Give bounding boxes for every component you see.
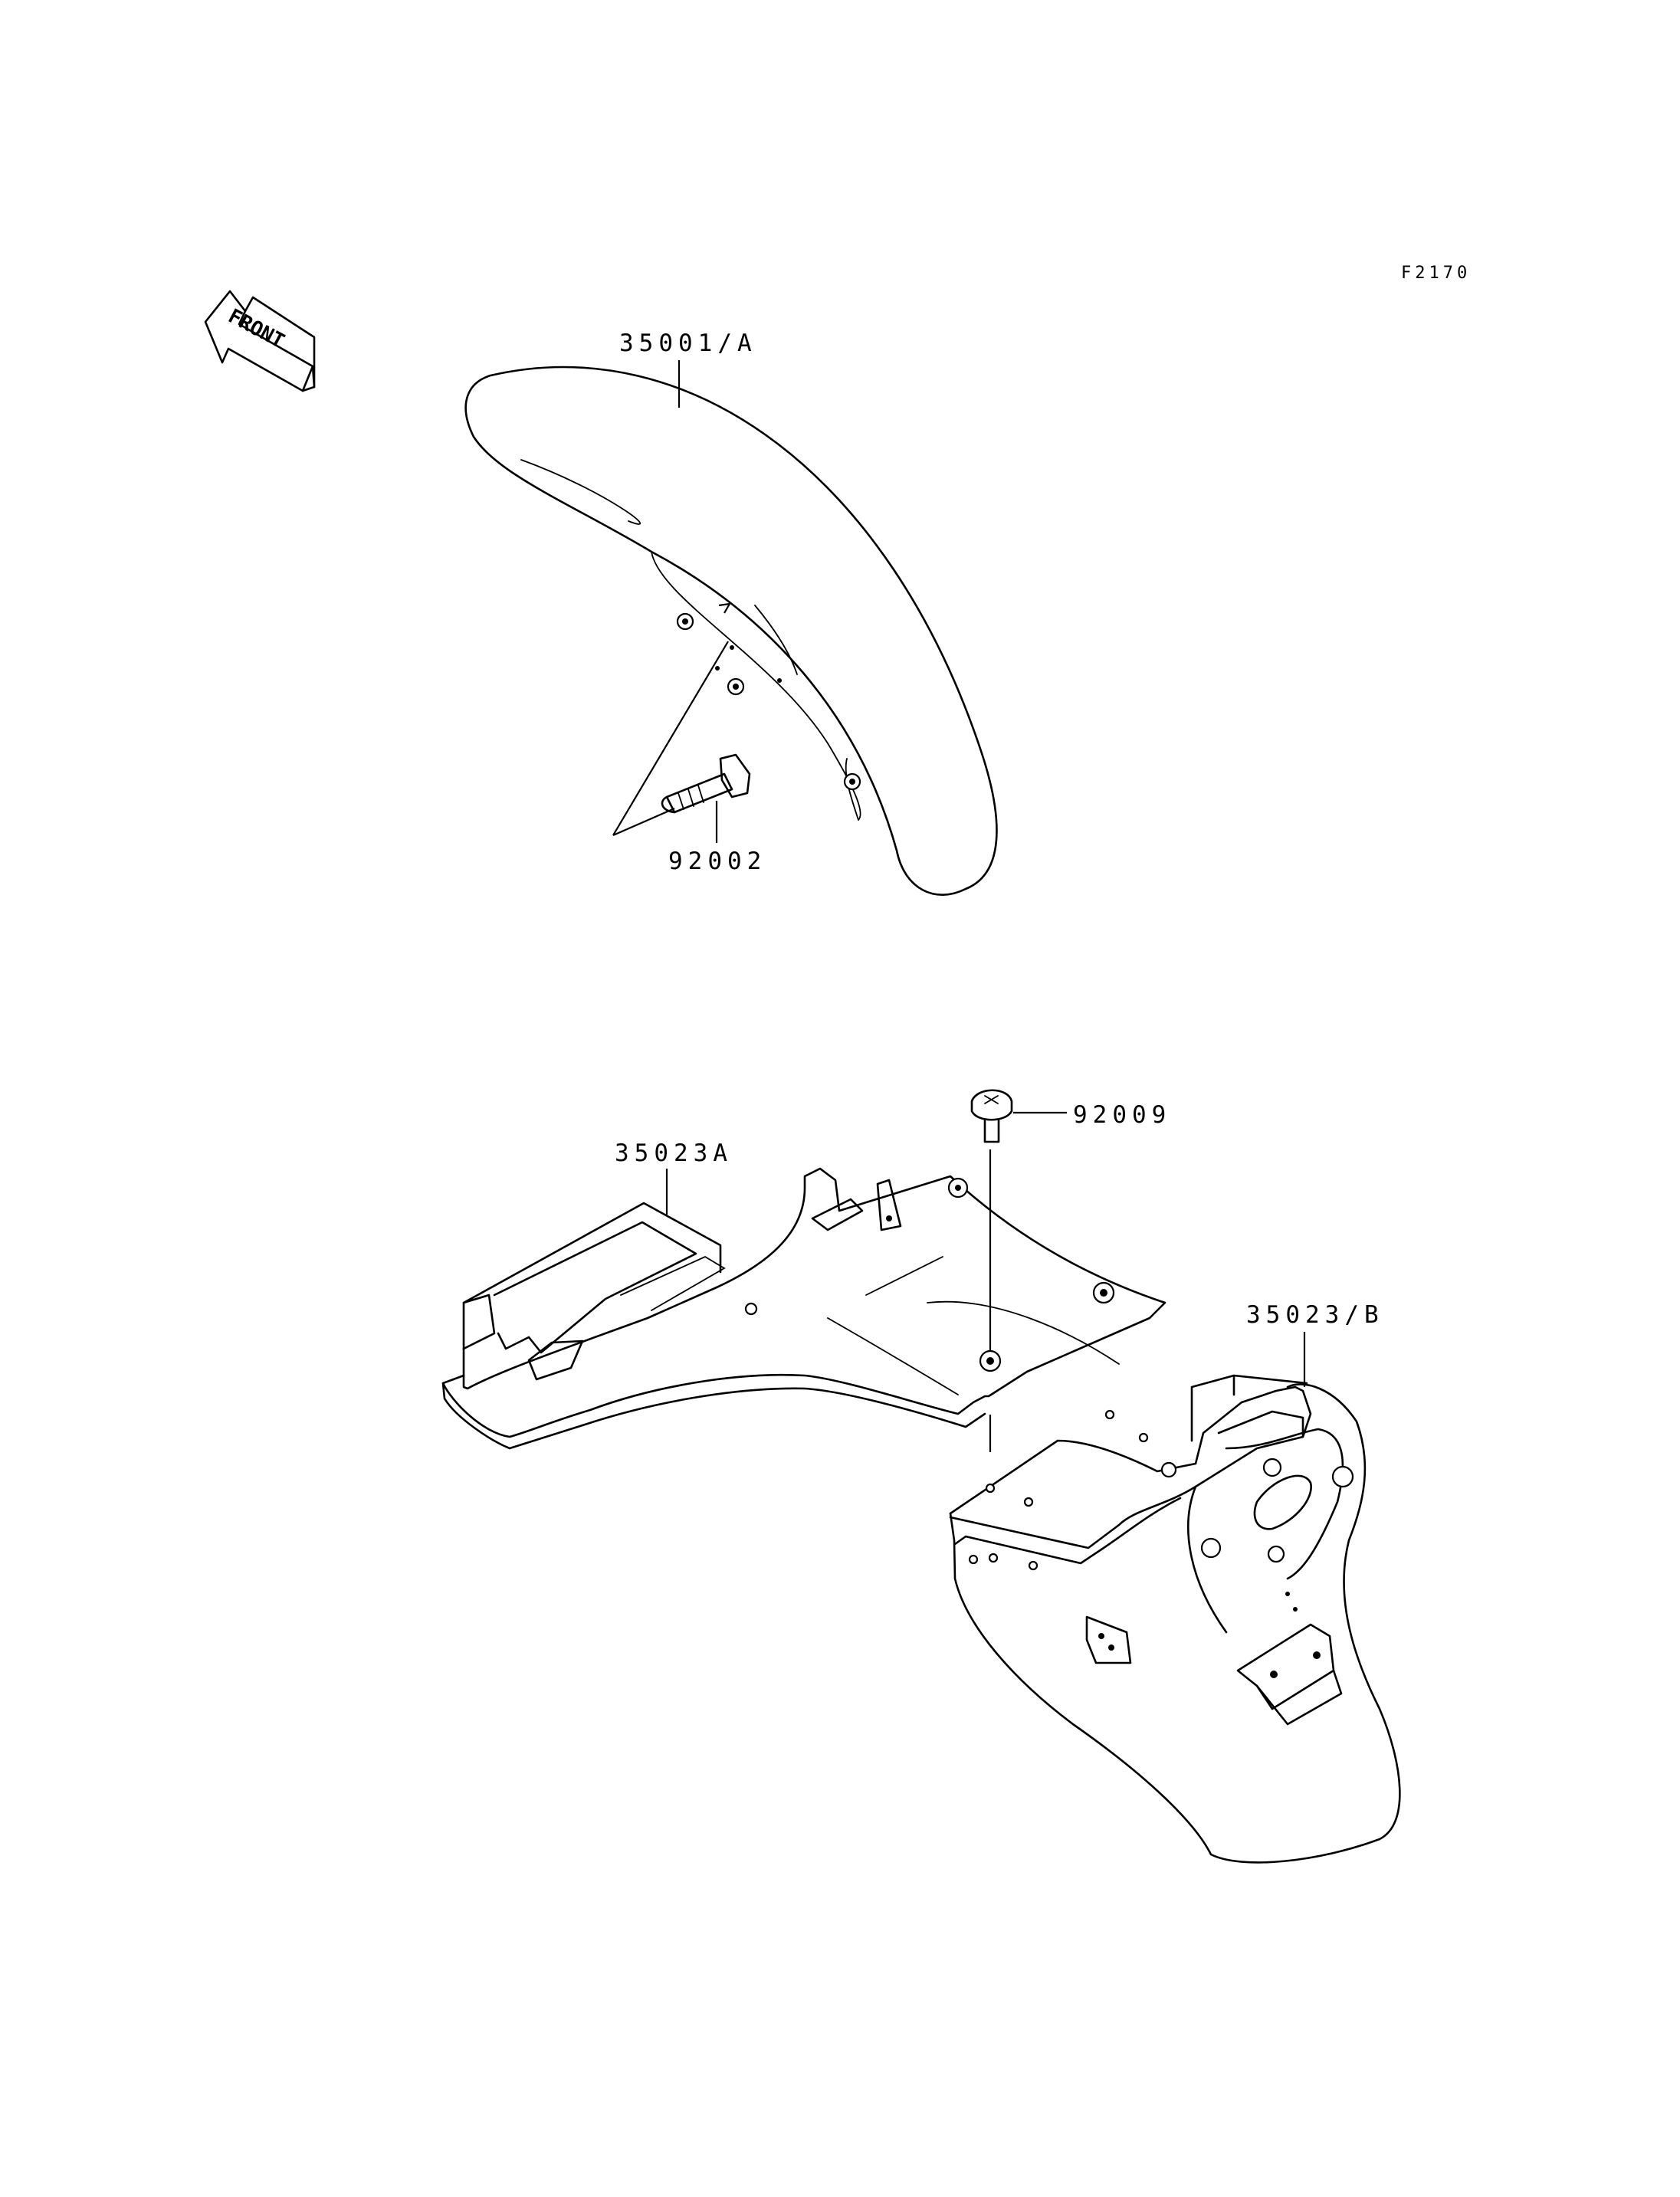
callout-rear-inner-fender: 35023A	[615, 1139, 733, 1167]
diagram-code: F2170	[1401, 264, 1471, 283]
assembly-line-lower	[612, 807, 675, 837]
callout-front-fender-bolt: 92002	[668, 848, 766, 875]
rear-fender	[949, 1374, 1401, 1864]
callout-rear-fender: 35023/B	[1246, 1301, 1384, 1329]
front-marker-label: FRONT	[225, 305, 288, 353]
front-fender-bolt	[661, 753, 751, 814]
assembly-line-upper	[612, 641, 729, 836]
front-fender	[464, 366, 998, 896]
rear-inner-fender	[441, 1167, 1166, 1450]
rear-fender-screw	[970, 1089, 1013, 1143]
callout-front-fender: 35001/A	[619, 330, 757, 357]
callout-rear-fender-screw: 92009	[1073, 1101, 1171, 1129]
assembly-arrow-head	[718, 602, 730, 614]
front-direction-arrow-icon: FRONT	[204, 290, 316, 392]
